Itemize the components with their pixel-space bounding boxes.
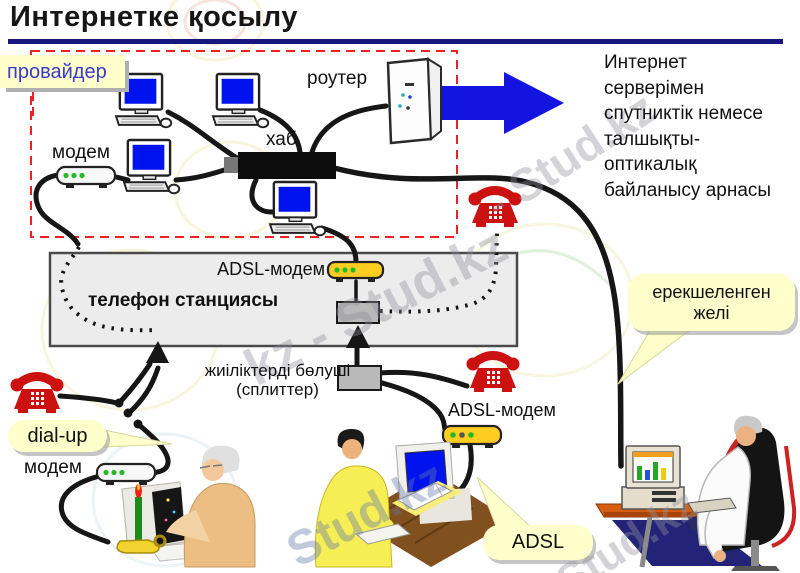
phone-station-label: телефон станциясы [88,290,279,311]
adsl-user-scene [314,428,512,568]
line-junction-dots [114,398,143,429]
adsl-modem-home-device [441,424,503,448]
splitter-up-arrow [346,325,370,348]
dialup-modem-label: модем [24,457,82,478]
adsl-modem-station-label: ADSL-модем [217,259,325,279]
dialup-user-scene [116,445,256,568]
provider-label: провайдер [0,55,125,88]
splitter-label: жиіліктерді бөлуші (сплиттер) [204,361,351,399]
telephone-dialup-icon [11,377,64,414]
hub-device [224,152,336,179]
page-title: Интернетке қосылу [10,1,298,33]
internet-arrow-icon [442,72,564,134]
lan-computer-4 [268,180,327,237]
provider-boundary [30,50,458,238]
dedicated-user-scene [595,415,797,571]
dslam-box [336,301,380,324]
lan-modem-device [55,165,117,188]
phone-line-dotted [32,92,499,333]
telephone-station-icon [469,191,522,228]
adsl-modem-home-label: ADSL-модем [448,400,556,420]
dialup-callout: dial-up [8,420,107,452]
internet-channel-note: Интернет серверімен спутниктік немесе та… [604,52,772,201]
splitter-box [337,365,382,391]
lan-computer-2 [211,72,270,129]
router-label: роутер [307,68,368,89]
lan-computer-3 [122,138,181,195]
lan-modem-label: модем [52,142,110,163]
adsl-callout: ADSL [483,525,593,560]
title-underline [8,39,783,44]
telephone-station-box [48,251,519,348]
adsl-modem-station-device [326,260,385,282]
dedicated-line-callout: ерекшеленген желі [628,274,795,331]
router-device [386,57,442,145]
callout-tails [103,326,692,530]
dialup-modem-device [95,462,157,485]
hub-label: хаб [266,129,297,150]
station-in-arrow [146,341,169,363]
